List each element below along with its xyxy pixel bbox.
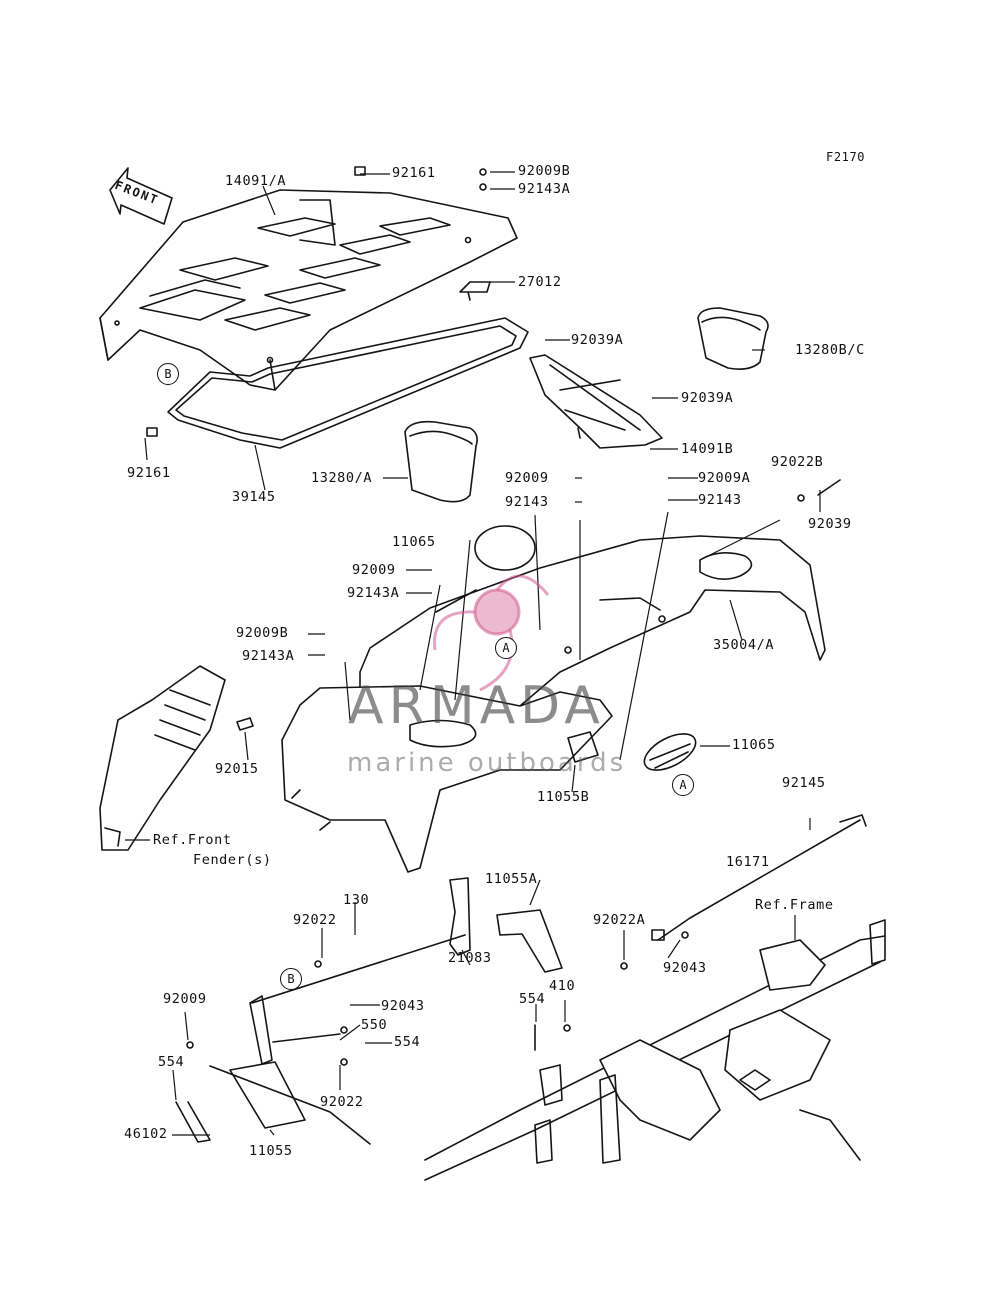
part-label: 92022A — [593, 912, 646, 928]
part-label: 92143 — [698, 492, 742, 508]
part-label: 16171 — [726, 854, 770, 870]
ref-label: Ref.Front — [153, 832, 232, 848]
part-label: 92009 — [352, 562, 396, 578]
callout-a: A — [672, 774, 694, 796]
part-label: 92009B — [236, 625, 289, 641]
part-label: 92145 — [782, 775, 826, 791]
part-label: 11065 — [392, 534, 436, 550]
part-label: 35004/A — [713, 637, 775, 653]
part-label: 92043 — [663, 960, 707, 976]
callout-a: A — [495, 637, 517, 659]
part-label: 92161 — [392, 165, 436, 181]
ref-label: Fender(s) — [193, 852, 272, 868]
watermark-brand: ARMADA — [348, 676, 605, 736]
part-label: 21083 — [448, 950, 492, 966]
part-label: 14091/A — [225, 173, 287, 189]
figure-code: F2170 — [826, 150, 866, 164]
part-label: 92009 — [505, 470, 549, 486]
part-label: 39145 — [232, 489, 276, 505]
lower-body-panel — [281, 685, 613, 873]
part-label: 92039A — [571, 332, 624, 348]
ref-label: Ref.Frame — [755, 897, 834, 913]
part-label: 92143 — [505, 494, 549, 510]
watermark-tagline: marine outboards — [347, 748, 627, 778]
part-label: 14091B — [681, 441, 734, 457]
part-label: 92143A — [518, 181, 571, 197]
callout-b: B — [157, 363, 179, 385]
part-label: 554 — [394, 1034, 421, 1050]
bracket-11055b — [567, 731, 599, 763]
bolt-92009b-top — [479, 168, 487, 176]
part-label: 92039 — [808, 516, 852, 532]
bracket-upper-left — [249, 995, 273, 1065]
part-label: 11055A — [485, 871, 538, 887]
frame-ref — [424, 919, 886, 1181]
part-label: 130 — [343, 892, 370, 908]
clip-92161-left — [146, 427, 158, 437]
part-label: 46102 — [124, 1126, 168, 1142]
part-label: 550 — [361, 1017, 388, 1033]
seal-gasket — [167, 317, 529, 449]
clip-92015 — [236, 717, 254, 731]
part-label: 92161 — [127, 465, 171, 481]
bracket-11055a — [496, 909, 563, 973]
part-label: 92009 — [163, 991, 207, 1007]
part-label: 554 — [519, 991, 546, 1007]
cup-holder-13280bc — [697, 307, 769, 370]
part-label: 13280/A — [311, 470, 373, 486]
part-label: 92022 — [293, 912, 337, 928]
part-label: 11065 — [732, 737, 776, 753]
part-label: 92022B — [771, 454, 824, 470]
part-label: 11055 — [249, 1143, 293, 1159]
part-label: 13280B/C — [795, 342, 865, 358]
part-label: 92143A — [242, 648, 295, 664]
part-label: 27012 — [518, 274, 562, 290]
cup-holder-13280a — [404, 420, 478, 503]
cover-11065-right — [643, 733, 697, 771]
front-arrow-icon — [109, 167, 173, 225]
bracket-11055 — [229, 1061, 306, 1129]
clip-92161-top — [354, 166, 366, 176]
bracket-14091b — [529, 354, 663, 449]
part-label: 92022 — [320, 1094, 364, 1110]
cover-11065-top — [474, 525, 536, 571]
roof-panel — [99, 189, 518, 391]
part-label: 92015 — [215, 761, 259, 777]
cable-16171 — [657, 819, 861, 941]
part-label: 92009A — [698, 470, 751, 486]
part-label: 554 — [158, 1054, 185, 1070]
part-label: 92009B — [518, 163, 571, 179]
part-label: 92039A — [681, 390, 734, 406]
bracket-21083 — [449, 877, 471, 956]
part-label: 92143A — [347, 585, 400, 601]
part-label: 410 — [549, 978, 576, 994]
front-fender-ref — [99, 665, 226, 851]
callout-b: B — [280, 968, 302, 990]
watermark-logo-icon — [433, 574, 550, 692]
part-label: 92043 — [381, 998, 425, 1014]
part-label: 11055B — [537, 789, 590, 805]
